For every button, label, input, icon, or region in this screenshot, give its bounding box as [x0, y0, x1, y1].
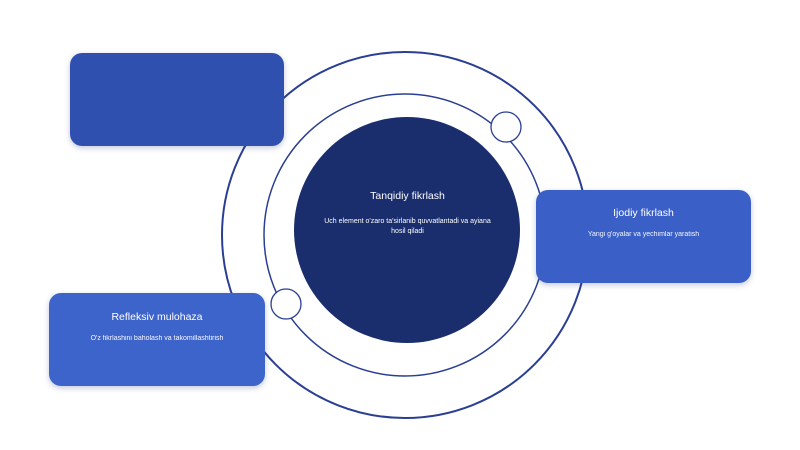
- ring-node-lower: [270, 288, 302, 320]
- box-creative-thinking-title: Ijodiy fikrlash: [613, 207, 674, 219]
- center-title: Tanqidiy fikrlash: [370, 190, 445, 202]
- center-circle: [294, 117, 520, 343]
- center-label-group: Tanqidiy fikrlash Uch element o'zaro ta'…: [305, 190, 510, 237]
- box-reflective-reasoning-description: O'z fikrlashini baholash va takomillasht…: [90, 335, 224, 342]
- box-creative-thinking: Ijodiy fikrlash Yangi g'oyalar va yechim…: [536, 190, 751, 283]
- ring-node-upper: [490, 111, 522, 143]
- box-creative-thinking-description: Yangi g'oyalar va yechimlar yaratish: [587, 231, 700, 238]
- box-reflective-reasoning-title: Refleksiv mulohaza: [111, 311, 203, 323]
- box-top-left: [70, 53, 284, 146]
- box-reflective-reasoning: Refleksiv mulohaza O'z fikrlashini bahol…: [49, 293, 265, 386]
- center-description: Uch element o'zaro ta'sirlanib quvvatlan…: [324, 218, 491, 235]
